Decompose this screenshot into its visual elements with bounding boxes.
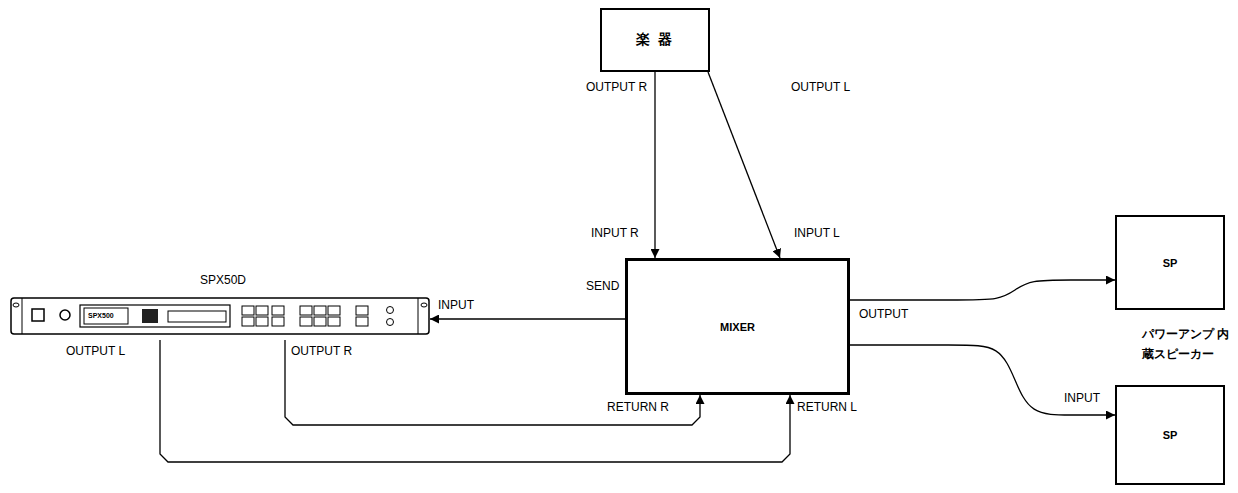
device-box: MIXER — [625, 258, 850, 395]
device-name: 楽 器 — [636, 31, 674, 49]
signal-cable — [850, 280, 1115, 300]
signal-cable — [654, 72, 655, 258]
device-caption: パワーアンプ 内蔵スピーカー — [1142, 324, 1236, 364]
effects-unit: SPX50DSPX500 — [10, 295, 430, 340]
device-box: 楽 器 — [600, 8, 710, 72]
port-label: SEND — [585, 279, 620, 293]
device-box: SP — [1115, 385, 1225, 485]
port-label: INPUT L — [793, 226, 841, 240]
device-name: SP — [1163, 429, 1178, 441]
device-name: MIXER — [720, 321, 755, 333]
port-label: OUTPUT — [858, 307, 909, 321]
device-caption: SPX500 — [88, 311, 114, 320]
port-label: INPUT — [437, 298, 475, 312]
signal-cable — [430, 318, 625, 319]
device-box: SPパワーアンプ 内蔵スピーカー — [1115, 215, 1225, 310]
port-label: OUTPUT R — [585, 80, 648, 94]
rack-unit-illustration — [10, 295, 430, 340]
port-label: OUTPUT L — [65, 344, 126, 358]
port-label: RETURN R — [606, 400, 670, 414]
signal-cable — [850, 345, 1115, 415]
signal-cable — [708, 72, 780, 258]
port-label: OUTPUT R — [290, 344, 353, 358]
device-name: SPX50D — [200, 273, 246, 287]
port-label: INPUT R — [590, 226, 640, 240]
port-label: INPUT — [1063, 391, 1101, 405]
port-label: OUTPUT L — [790, 80, 851, 94]
port-label: RETURN L — [796, 400, 858, 414]
device-name: SP — [1163, 257, 1178, 269]
